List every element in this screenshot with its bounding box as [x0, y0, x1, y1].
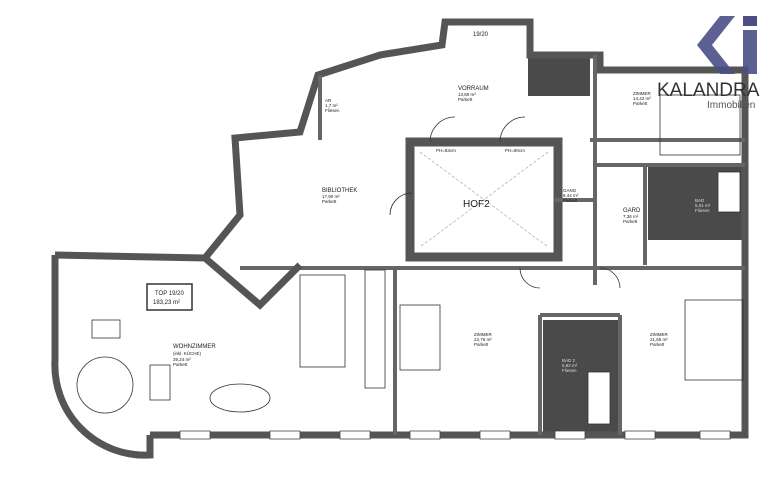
bed-room1: [659, 94, 741, 156]
entrance-label: 19/20: [473, 32, 489, 38]
svg-text:GARD: GARD: [623, 208, 641, 214]
room-label-ar: AR 1,7 m² Fliesen: [325, 98, 340, 113]
windows: [179, 430, 731, 440]
room-label-bad-2: BAD 2 5,82 m² Fliesen: [562, 358, 578, 373]
svg-text:5,01 m²: 5,01 m²: [695, 203, 711, 208]
svg-text:Parkett: Parkett: [563, 198, 578, 203]
svg-text:23,76 m²: 23,76 m²: [474, 337, 492, 342]
door-swings: [389, 116, 621, 289]
door-width-label: PH=80cm: [505, 148, 525, 153]
room-label-gard: GARD 7,36 m² Parkett: [623, 208, 641, 224]
svg-text:KALANDRA: KALANDRA: [657, 80, 760, 101]
svg-text:Immobilien: Immobilien: [707, 100, 755, 111]
svg-text:Parkett: Parkett: [322, 199, 337, 204]
svg-text:17,90 m²: 17,90 m²: [322, 194, 340, 199]
svg-text:(inkl. KÜCHE): (inkl. KÜCHE): [173, 350, 202, 356]
svg-text:Fliesen: Fliesen: [562, 368, 577, 373]
unit-area: 183,23 m²: [153, 300, 180, 306]
svg-text:GANG: GANG: [563, 188, 577, 193]
svg-text:VORRAUM: VORRAUM: [458, 86, 489, 92]
round-rug: [76, 356, 134, 414]
armchair: [149, 364, 171, 401]
svg-text:Parkett: Parkett: [650, 342, 665, 347]
interior-walls: [240, 55, 745, 435]
svg-text:AR: AR: [325, 98, 332, 103]
svg-text:Parkett: Parkett: [623, 219, 638, 224]
svg-text:Parkett: Parkett: [474, 342, 489, 347]
room-label-vorraum: VORRAUM 13,80 m² Parkett: [458, 86, 489, 102]
svg-text:Fliesen: Fliesen: [325, 108, 340, 113]
logo-chevron-icon: [697, 16, 735, 74]
bed-room3: [684, 299, 744, 381]
svg-text:Fliesen: Fliesen: [695, 208, 710, 213]
svg-text:BAD 2: BAD 2: [562, 358, 576, 363]
unit-box: [146, 283, 193, 311]
room-label-bibliothek: BIBLIOTHEK 17,90 m² Parkett: [322, 188, 357, 204]
room-label-zimmer-1: ZIMMER 14,42 m² Parkett: [633, 91, 651, 106]
svg-text:WOHNZIMMER: WOHNZIMMER: [173, 344, 216, 350]
svg-text:ZIMMER: ZIMMER: [474, 332, 492, 337]
kitchen-counter: [299, 274, 346, 368]
bed-room2: [399, 304, 441, 371]
svg-text:Parkett: Parkett: [458, 97, 473, 102]
svg-text:13,80 m²: 13,80 m²: [458, 92, 476, 97]
kitchen-cabinets: [364, 269, 386, 389]
room-label-zimmer-2: ZIMMER 23,76 m² Parkett: [474, 332, 492, 347]
svg-text:ZIMMER: ZIMMER: [650, 332, 668, 337]
svg-text:14,42 m²: 14,42 m²: [633, 96, 651, 101]
bay-window-wall: [51, 255, 154, 459]
diagonal-wall: [202, 255, 303, 310]
svg-text:21,65 m²: 21,65 m²: [650, 337, 668, 342]
svg-text:1,7 m²: 1,7 m²: [325, 103, 338, 108]
svg-text:8,44 m²: 8,44 m²: [563, 193, 579, 198]
bathtub: [717, 171, 741, 213]
svg-text:Parkett: Parkett: [173, 362, 188, 367]
room-label-hof: HOF2: [463, 199, 490, 210]
dining-table: [209, 383, 271, 413]
svg-text:5,82 m²: 5,82 m²: [562, 363, 578, 368]
outer-wall: [54, 18, 749, 439]
wc-tiles: [528, 58, 590, 96]
kalandra-logo: KALANDRA Immobilien: [657, 16, 760, 111]
svg-text:ZIMMER: ZIMMER: [633, 91, 651, 96]
svg-text:7,36 m²: 7,36 m²: [623, 214, 639, 219]
room-label-wohnzimmer: WOHNZIMMER (inkl. KÜCHE) 39,24 m² Parket…: [173, 344, 216, 367]
room-label-zimmer-3: ZIMMER 21,65 m² Parkett: [650, 332, 668, 347]
sofa: [91, 319, 121, 339]
bathtub-2: [587, 371, 611, 425]
room-label-bad-1: BAD 5,01 m² Fliesen: [695, 198, 711, 213]
svg-text:39,24 m²: 39,24 m²: [173, 357, 191, 362]
svg-text:BIBLIOTHEK: BIBLIOTHEK: [322, 188, 357, 194]
door-width-label: PH=83cm: [436, 148, 456, 153]
unit-label: TOP 19/20: [155, 291, 184, 297]
room-label-gang: GANG 8,44 m² Parkett: [563, 188, 579, 203]
svg-text:Parkett: Parkett: [633, 101, 648, 106]
svg-text:BAD: BAD: [695, 198, 705, 203]
